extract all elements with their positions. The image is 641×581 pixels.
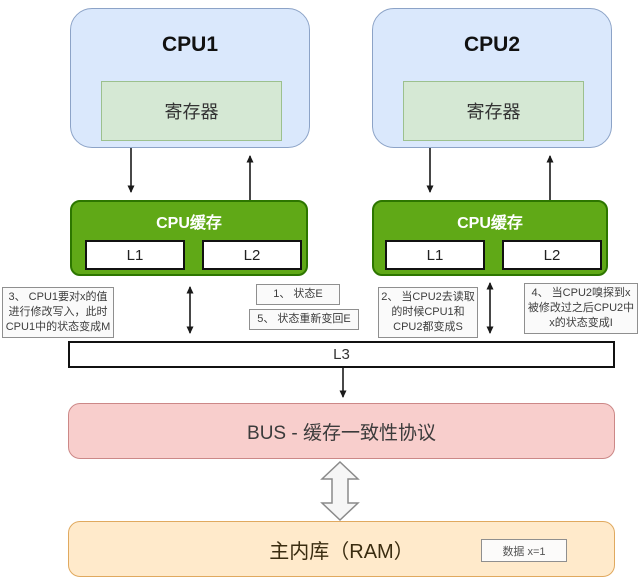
cache1-title: CPU缓存 xyxy=(156,215,222,232)
note-4: 4、 当CPU2嗅探到x被修改过之后CPU2中x的状态变成I xyxy=(524,283,638,334)
note-5: 5、 状态重新变回E xyxy=(249,309,359,330)
l3-bar: L3 xyxy=(68,341,615,368)
cpu1-title: CPU1 xyxy=(161,33,219,56)
ram-data-badge: 数据 x=1 xyxy=(481,539,567,562)
cache2-l1-box: L1 xyxy=(385,240,485,270)
note-1: 1、 状态E xyxy=(256,284,340,305)
ram-title: 主内库（RAM） xyxy=(269,540,414,563)
ram-bar: 主内库（RAM） 数据 x=1 xyxy=(68,521,615,577)
cache1-l1-box: L1 xyxy=(85,240,185,270)
cache2-l2-box: L2 xyxy=(502,240,602,270)
cache2-title: CPU缓存 xyxy=(457,215,523,232)
note-2: 2、 当CPU2去读取的时候CPU1和CPU2都变成S xyxy=(378,287,478,338)
cpu1-box: CPU1 寄存器 xyxy=(70,8,310,148)
cache2-box: CPU缓存 L1 L2 xyxy=(372,200,608,276)
cpu1-register-box: 寄存器 xyxy=(101,81,282,141)
cache1-l2-box: L2 xyxy=(202,240,302,270)
note-3: 3、 CPU1要对x的值进行修改写入，此时CPU1中的状态变成M xyxy=(2,287,114,338)
arrow-bus-ram-hollow xyxy=(320,460,360,522)
bus-bar: BUS - 缓存一致性协议 xyxy=(68,403,615,459)
cpu2-box: CPU2 寄存器 xyxy=(372,8,612,148)
cpu2-title: CPU2 xyxy=(463,33,521,56)
cpu2-register-box: 寄存器 xyxy=(403,81,584,141)
cache1-box: CPU缓存 L1 L2 xyxy=(70,200,308,276)
